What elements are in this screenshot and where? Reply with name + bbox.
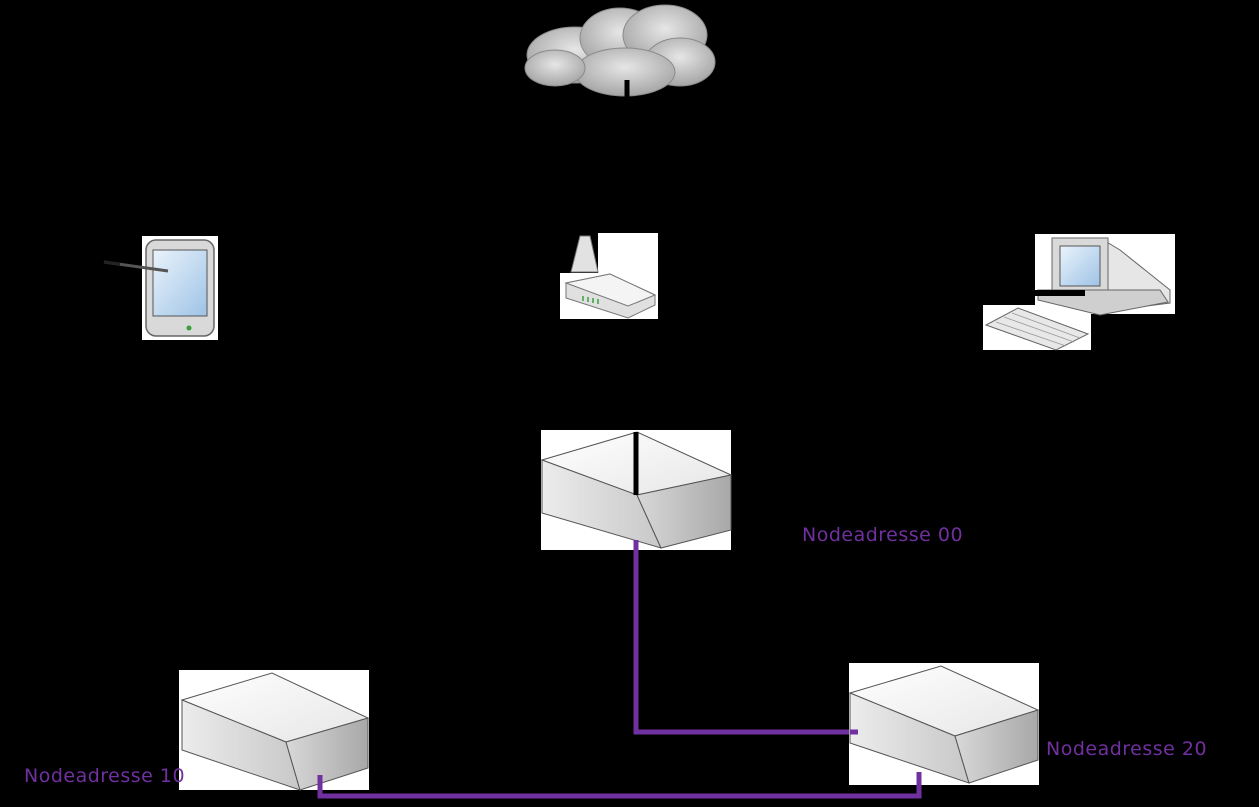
network-links [317,543,922,799]
cloud-icon [524,4,716,98]
node-label-20: Nodeadresse 20 [1046,738,1208,760]
desktop-computer-icon [983,234,1175,351]
node-label-10: Nodeadresse 10 [24,765,186,787]
node-label-00: Nodeadresse 00 [802,524,964,546]
link-10-20 [317,775,922,799]
node-box-icon [848,663,1040,785]
link-00-20 [633,543,855,735]
node-box-icon [540,430,733,550]
node-box-icon [179,670,370,791]
wireless-router-icon [558,210,658,319]
link-endpoints [317,540,922,798]
tablet-icon [103,236,218,340]
